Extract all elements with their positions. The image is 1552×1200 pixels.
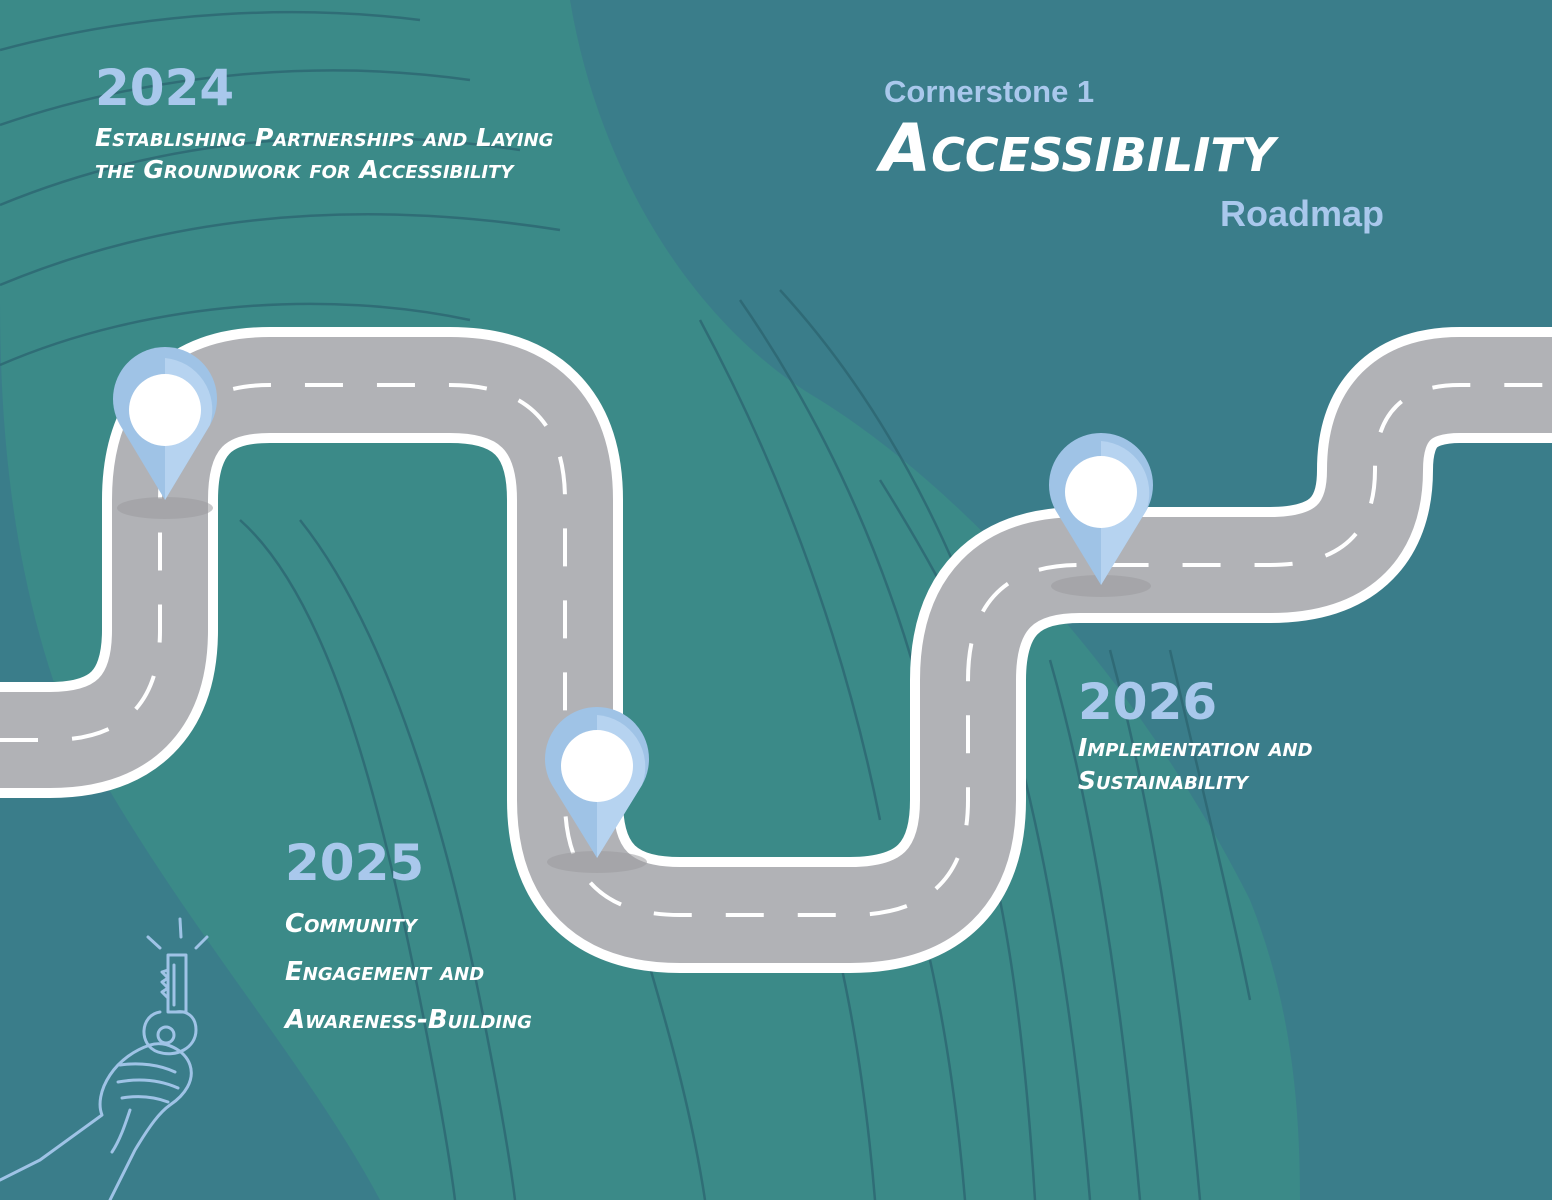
header-subtitle: Roadmap bbox=[1220, 193, 1385, 234]
milestone-2025-title-line-2: Engagement and bbox=[285, 957, 485, 987]
milestone-2024-title: Establishing Partnerships and Laying the… bbox=[95, 122, 675, 186]
hand-holding-key-icon bbox=[0, 917, 209, 1200]
milestone-2026-title: Implementation and Sustainability bbox=[1078, 731, 1398, 797]
milestone-2026-title-line-2: Sustainability bbox=[1078, 766, 1248, 795]
road-center-line bbox=[0, 383, 1552, 917]
milestone-2026-title-line-1: Implementation and bbox=[1078, 733, 1313, 762]
milestone-2025-title-line-1: Community bbox=[285, 909, 417, 939]
milestone-2025-year: 2025 bbox=[285, 834, 425, 892]
milestone-2024-year: 2024 bbox=[95, 59, 235, 117]
milestone-2024-title-line-2: the Groundwork for Accessibility bbox=[95, 155, 514, 184]
contour-lines bbox=[0, 10, 1252, 1200]
header-kicker: Cornerstone 1 bbox=[884, 74, 1095, 109]
map-pin-2024 bbox=[113, 346, 217, 519]
milestone-2025-title: Community Engagement and Awareness-Build… bbox=[285, 900, 605, 1044]
milestone-2026-year: 2026 bbox=[1078, 673, 1218, 731]
map-pin-2026 bbox=[1049, 432, 1153, 597]
milestone-2024-title-line-1: Establishing Partnerships and Laying bbox=[95, 123, 554, 152]
milestone-2025-title-line-3: Awareness-Building bbox=[285, 1005, 532, 1035]
map-pin-2025 bbox=[545, 706, 649, 873]
page-title: Accessibility bbox=[880, 110, 1276, 187]
